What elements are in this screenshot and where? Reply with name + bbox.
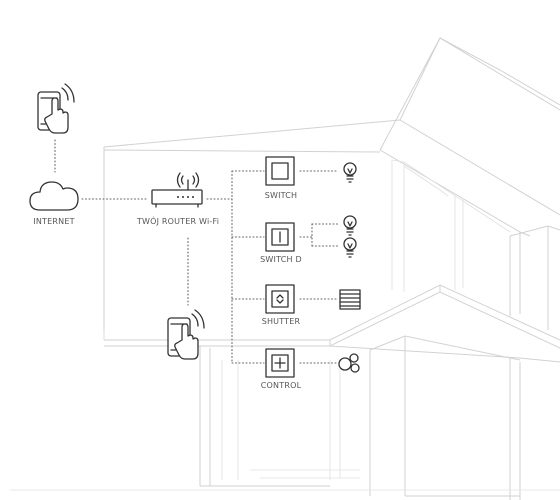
house-sketch [10, 37, 560, 500]
light-bulb-icon [343, 215, 357, 236]
smartphone-top-icon [37, 83, 75, 134]
window-blinds-icon [339, 289, 361, 310]
shutter-module-icon [265, 284, 295, 314]
switch-icon [265, 156, 295, 186]
shutter-label: SHUTTER [262, 317, 301, 326]
wifi-router-icon [151, 172, 203, 208]
control-label: CONTROL [261, 381, 302, 390]
switch-d-label: SWITCH D [260, 255, 302, 264]
double-switch-icon [265, 222, 295, 252]
light-bulb-icon [343, 162, 357, 183]
router-label: TWÓJ ROUTER Wi-Fi [136, 215, 219, 226]
switch-label: SWITCH [265, 191, 298, 200]
control-module-icon [265, 348, 295, 378]
cloud-icon [29, 181, 79, 211]
light-bulb-icon [343, 237, 357, 258]
multiple-devices-icon [338, 353, 360, 373]
smartphone-bottom-icon [167, 309, 205, 360]
connector-lines [54, 139, 339, 364]
internet-label: INTERNET [33, 217, 74, 226]
